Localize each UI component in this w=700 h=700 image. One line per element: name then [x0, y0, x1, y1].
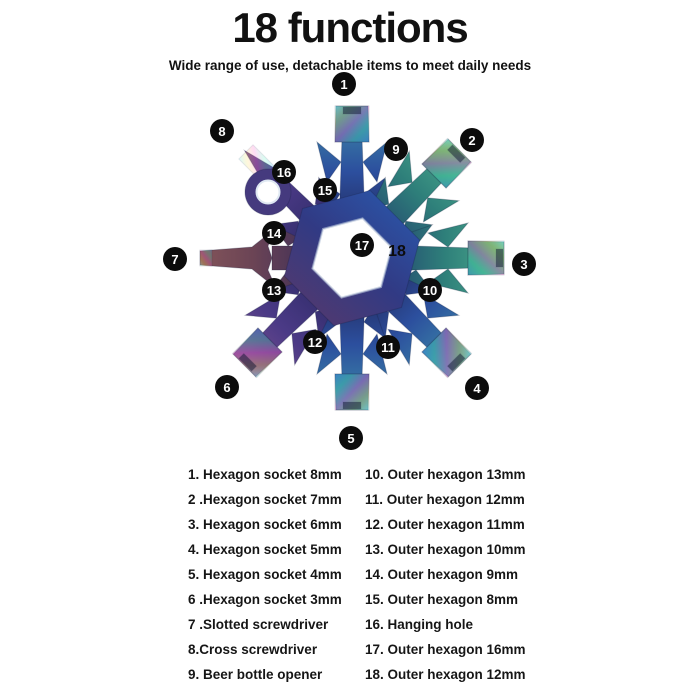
function-legend: 1. Hexagon socket 8mm 2 .Hexagon socket …: [0, 462, 700, 692]
callout-badge-17: 17: [350, 233, 374, 257]
product-image-area: [152, 58, 552, 458]
callout-label-18: 18: [388, 243, 406, 260]
callout-badge-5: 5: [339, 426, 363, 450]
legend-item-14: 14. Outer hexagon 9mm: [365, 567, 519, 582]
callout-badge-9: 9: [384, 137, 408, 161]
legend-item-6: 6 .Hexagon socket 3mm: [188, 592, 342, 607]
legend-item-15: 15. Outer hexagon 8mm: [365, 592, 519, 607]
callout-badge-4: 4: [465, 376, 489, 400]
callout-badge-6: 6: [215, 375, 239, 399]
legend-item-7: 7 .Slotted screwdriver: [188, 617, 329, 632]
callout-badge-14: 14: [262, 221, 286, 245]
legend-item-10: 10. Outer hexagon 13mm: [365, 467, 526, 482]
legend-item-2: 2 .Hexagon socket 7mm: [188, 492, 342, 507]
legend-item-8: 8.Cross screwdriver: [188, 642, 318, 657]
legend-item-13: 13. Outer hexagon 10mm: [365, 542, 526, 557]
legend-column-left: 1. Hexagon socket 8mm 2 .Hexagon socket …: [188, 462, 363, 687]
callout-badge-11: 11: [376, 335, 400, 359]
legend-item-5: 5. Hexagon socket 4mm: [188, 567, 342, 582]
legend-item-1: 1. Hexagon socket 8mm: [188, 467, 342, 482]
legend-item-16: 16. Hanging hole: [365, 617, 474, 632]
callout-badge-8: 8: [210, 119, 234, 143]
hanging-hole: [255, 179, 281, 205]
legend-item-17: 17. Outer hexagon 16mm: [365, 642, 526, 657]
legend-item-4: 4. Hexagon socket 5mm: [188, 542, 342, 557]
legend-column-right: 10. Outer hexagon 13mm 11. Outer hexagon…: [365, 462, 555, 687]
page-title: 18 functions: [232, 4, 468, 51]
page-subtitle: Wide range of use, detachable items to m…: [168, 58, 532, 73]
callout-badge-16: 16: [272, 160, 296, 184]
callout-badge-3: 3: [512, 252, 536, 276]
callout-badge-12: 12: [303, 330, 327, 354]
callout-badge-1: 1: [332, 72, 356, 96]
callout-badge-15: 15: [313, 178, 337, 202]
callout-badge-2: 2: [460, 128, 484, 152]
legend-item-3: 3. Hexagon socket 6mm: [188, 517, 342, 532]
snowflake-multitool-image: [199, 105, 505, 411]
legend-item-12: 12. Outer hexagon 11mm: [365, 517, 525, 532]
legend-item-9: 9. Beer bottle opener: [188, 667, 323, 682]
callout-badge-10: 10: [418, 278, 442, 302]
callout-badge-7: 7: [163, 247, 187, 271]
legend-item-18: 18. Outer hexagon 12mm: [365, 667, 526, 682]
legend-item-11: 11. Outer hexagon 12mm: [365, 492, 525, 507]
callout-badge-13: 13: [262, 278, 286, 302]
